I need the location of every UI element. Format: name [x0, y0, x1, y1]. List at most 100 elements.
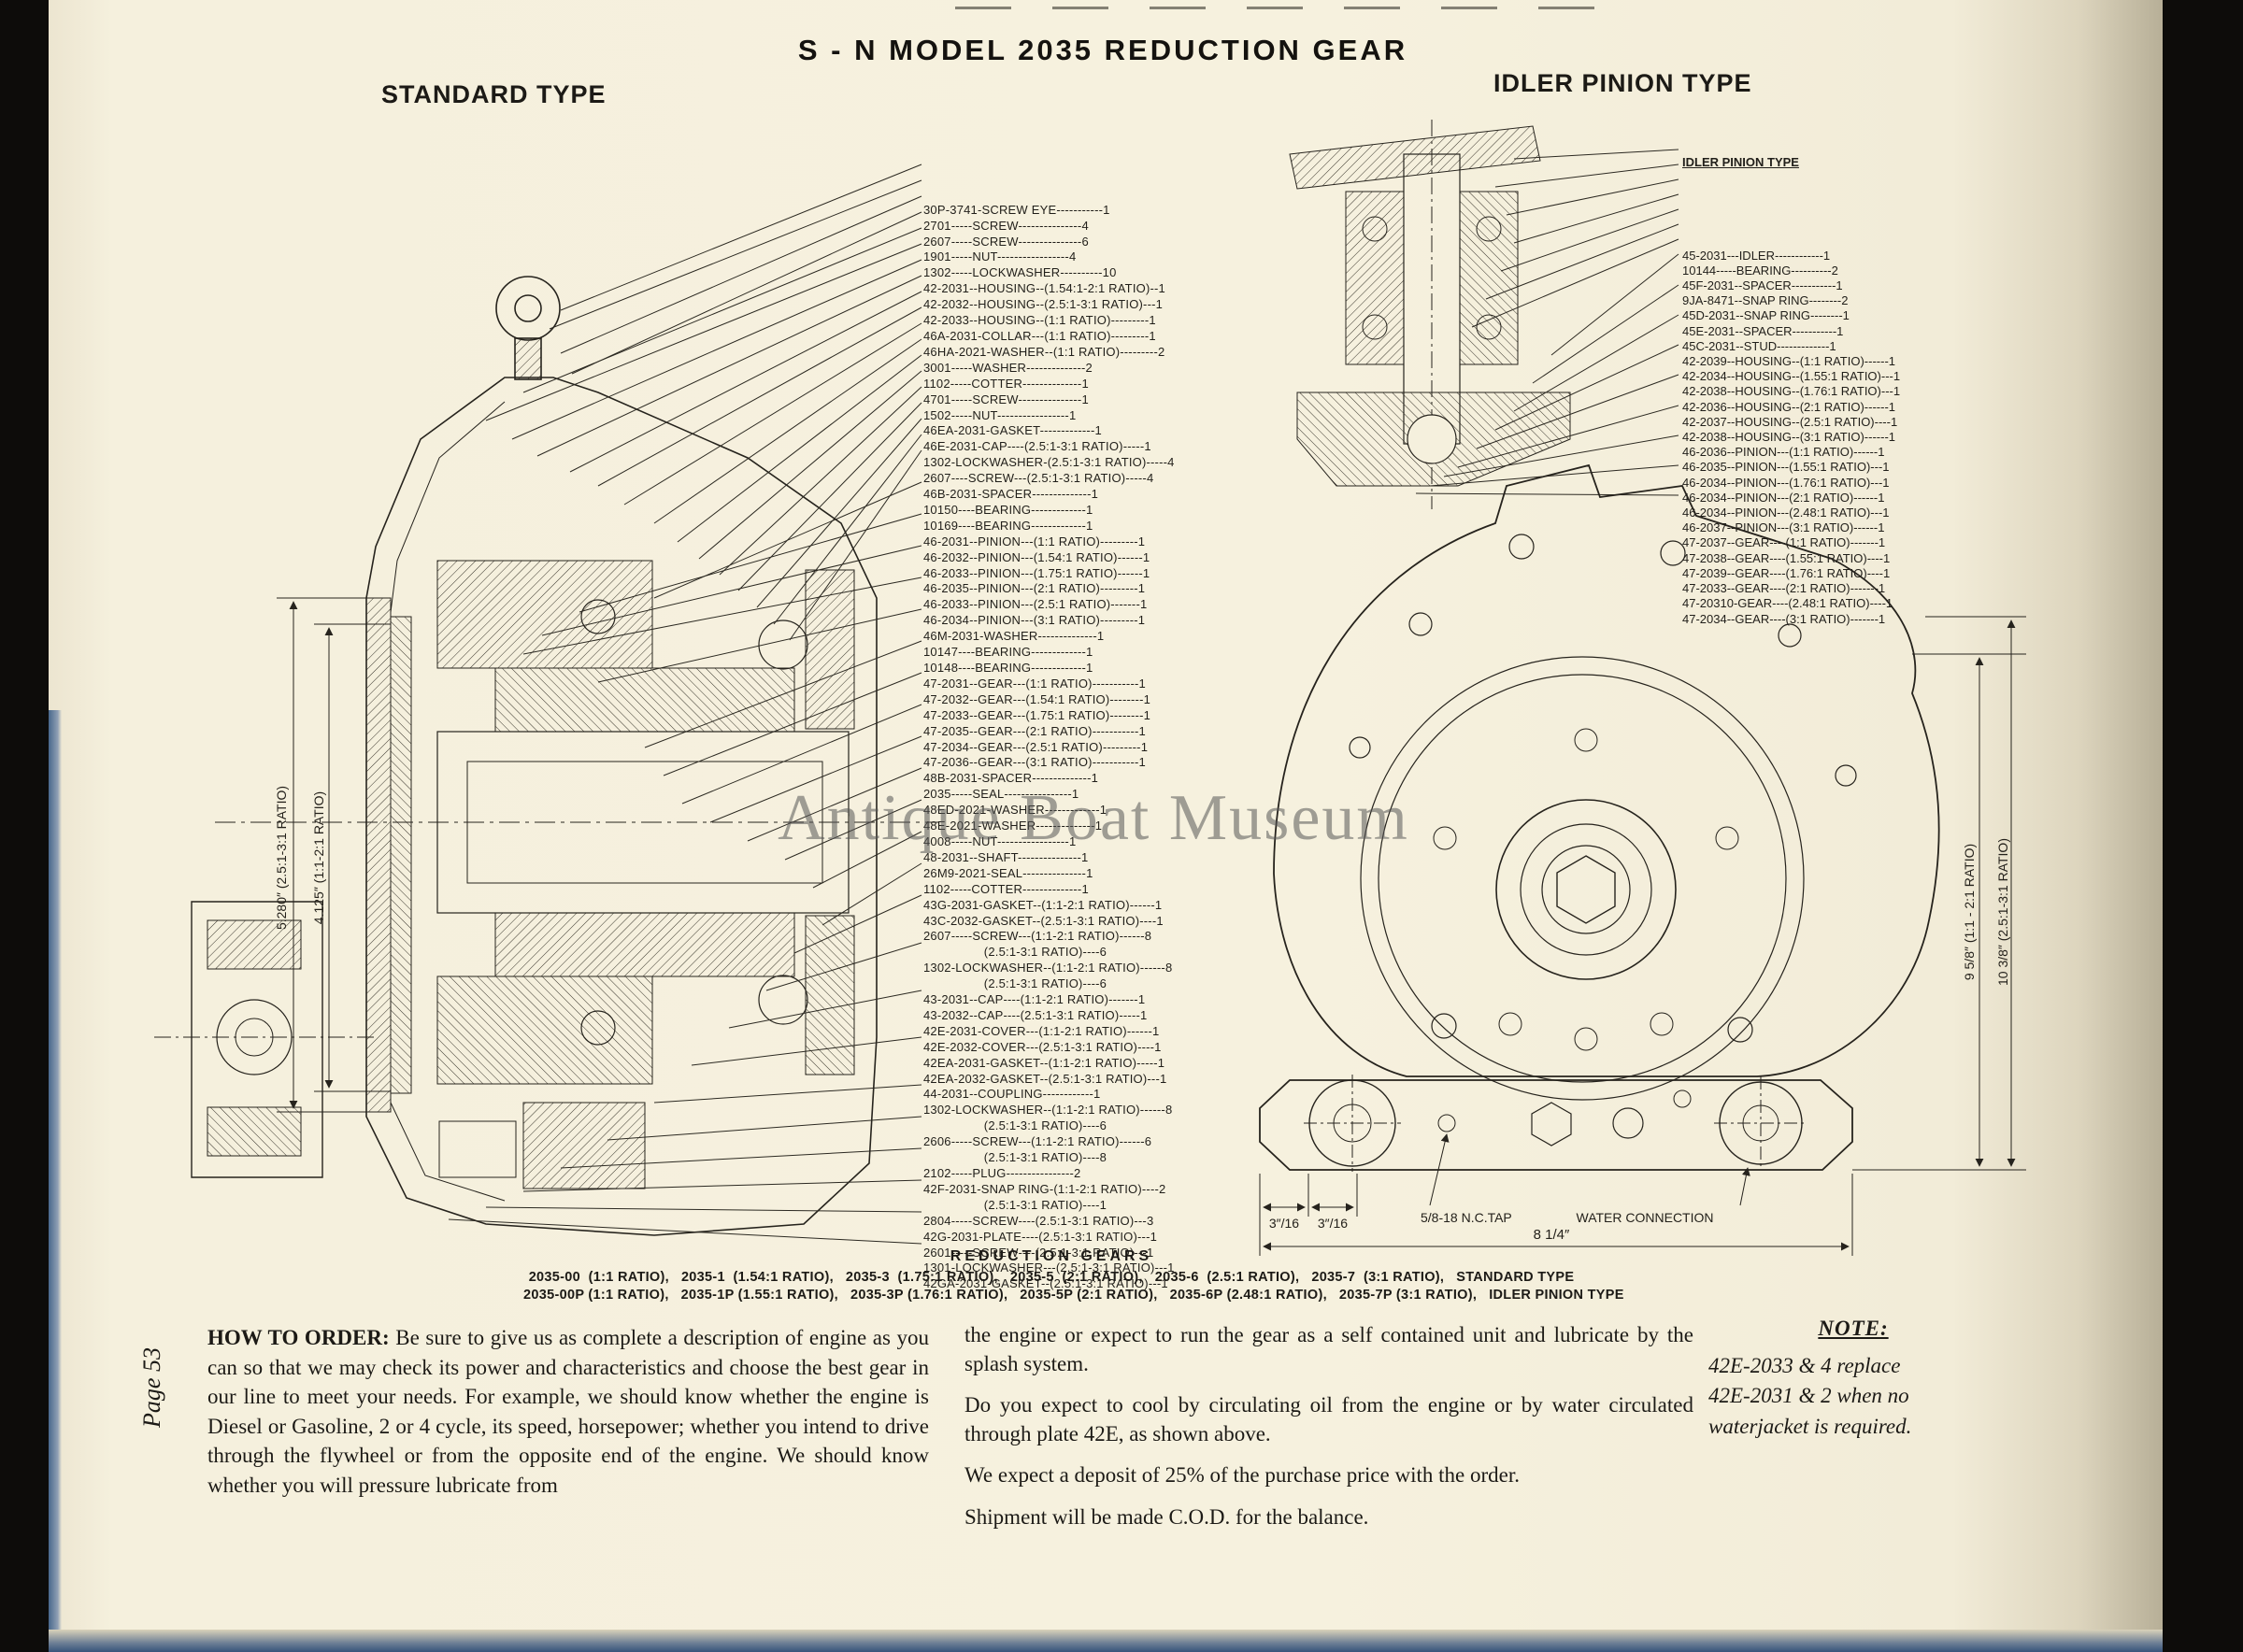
watermark: Antique Boat Museum — [778, 782, 1409, 854]
idler-pinion-section-drawing — [1289, 120, 1571, 509]
part-line: 1302-LOCKWASHER--(1:1-2:1 RATIO)------8 — [923, 961, 1173, 976]
part-line: 46-2033--PINION---(1.75:1 RATIO)------1 — [923, 565, 1150, 580]
ordering-note-paragraph: the engine or expect to run the gear as … — [964, 1323, 1693, 1375]
part-line: 1302-LOCKWASHER-(2.5:1-3:1 RATIO)-----4 — [923, 455, 1175, 470]
part-line: 46-2031--PINION---(1:1 RATIO)---------1 — [923, 534, 1146, 548]
part-line: 46-2032--PINION---(1.54:1 RATIO)------1 — [923, 549, 1150, 564]
part-line: 42-2033--HOUSING--(1:1 RATIO)---------1 — [923, 313, 1156, 328]
part-line: 26M9-2021-SEAL---------------1 — [923, 865, 1093, 880]
part-line: (2.5:1-3:1 RATIO)----8 — [923, 1150, 1107, 1165]
page-bottom-edge — [49, 1630, 2163, 1652]
note-header: NOTE: — [1818, 1317, 1889, 1340]
part-line: 2606-----SCREW---(1:1-2:1 RATIO)------6 — [923, 1134, 1152, 1149]
part-line: 48-2031--SHAFT---------------1 — [923, 849, 1089, 864]
part-line: 1901-----NUT-----------------4 — [923, 249, 1077, 264]
reduction-gears-line-idler: 2035-00P (1:1 RATIO), 2035-1P (1.55:1 RA… — [523, 1288, 1624, 1303]
part-line: 4701-----SCREW---------------1 — [923, 392, 1089, 406]
idler-pinion-heading: IDLER PINION TYPE — [1493, 69, 1752, 97]
page-number: Page 53 — [137, 1347, 165, 1428]
part-line: 46-2036--PINION---(1:1 RATIO)------1 — [1682, 445, 1885, 460]
part-line: 46EA-2031-GASKET-------------1 — [923, 423, 1102, 438]
part-line: 2601-----SCREW----(2.5:1-3:1 RATIO)---1 — [923, 1245, 1154, 1260]
part-line: 45-2031---IDLER------------1 — [1682, 248, 1831, 263]
part-line: 1502-----NUT-----------------1 — [923, 407, 1077, 422]
part-line: 2804-----SCREW----(2.5:1-3:1 RATIO)---3 — [923, 1213, 1154, 1228]
part-line: 46-2034--PINION---(1.76:1 RATIO)---1 — [1682, 475, 1890, 490]
part-line: 46-2034--PINION---(2.48:1 RATIO)---1 — [1682, 506, 1890, 520]
part-line: 45C-2031--STUD-------------1 — [1682, 338, 1836, 353]
how-to-order-paragraph: HOW TO ORDER: Be sure to give us as comp… — [207, 1323, 929, 1500]
how-to-order-lead: HOW TO ORDER: — [207, 1326, 390, 1349]
part-line: 42-2031--HOUSING--(1.54:1-2:1 RATIO)--1 — [923, 281, 1165, 296]
part-line: (2.5:1-3:1 RATIO)----1 — [923, 1197, 1107, 1212]
note-line: 42E-2031 & 2 when no — [1708, 1384, 1909, 1408]
page-title: S - N MODEL 2035 REDUCTION GEAR — [797, 34, 1408, 66]
dim-label-right-inner: 9 5/8″ (1:1 - 2:1 RATIO) — [1962, 844, 1977, 980]
part-line: 42E-2032-COVER---(2.5:1-3:1 RATIO)----1 — [923, 1039, 1162, 1054]
part-line: 42-2036--HOUSING--(2:1 RATIO)------1 — [1682, 399, 1896, 414]
dim-label-frac-a: 3″/16 — [1269, 1216, 1299, 1231]
part-line: 43-2032--CAP----(2.5:1-3:1 RATIO)-----1 — [923, 1007, 1148, 1022]
part-line: 48E-2021-WASHER--------------1 — [923, 819, 1103, 833]
part-line: 10147----BEARING-------------1 — [923, 645, 1093, 660]
part-line: 2035-----SEAL----------------1 — [923, 787, 1079, 802]
part-line: 48ED-2021-WASHER-------------1 — [923, 803, 1107, 818]
part-line: 44-2031--COUPLING------------1 — [923, 1087, 1101, 1102]
part-line: 46-2034--PINION---(3:1 RATIO)---------1 — [923, 613, 1146, 628]
idler-list-header: IDLER PINION TYPE — [1682, 155, 1799, 170]
part-line: 1302-LOCKWASHER--(1:1-2:1 RATIO)------8 — [923, 1103, 1173, 1118]
part-line: 45F-2031--SPACER-----------1 — [1682, 278, 1843, 293]
note-line: 42E-2033 & 4 replace — [1708, 1354, 1901, 1378]
part-line: 10144-----BEARING----------2 — [1682, 263, 1838, 278]
part-line: 48B-2031-SPACER--------------1 — [923, 771, 1099, 786]
part-line: 47-2038--GEAR----(1.55:1 RATIO)----1 — [1682, 550, 1891, 565]
right-dimension-lines — [1259, 616, 2026, 1256]
part-line: 42F-2031-SNAP RING-(1:1-2:1 RATIO)----2 — [923, 1181, 1166, 1196]
part-line: 42-2039--HOUSING--(1:1 RATIO)------1 — [1682, 354, 1896, 369]
dim-label-4125: 4.125″ (1:1-2:1 RATIO) — [311, 791, 326, 924]
part-line: 10169----BEARING-------------1 — [923, 518, 1093, 533]
how-to-order-body: Be sure to give us as complete a descrip… — [207, 1326, 930, 1497]
part-line: 2607----SCREW---(2.5:1-3:1 RATIO)-----4 — [923, 471, 1154, 486]
part-line: 47-20310-GEAR----(2.48:1 RATIO)----1 — [1682, 596, 1893, 611]
part-line: 46HA-2021-WASHER--(1:1 RATIO)---------2 — [923, 344, 1165, 359]
part-line: 47-2033--GEAR----(2:1 RATIO)-------1 — [1682, 581, 1886, 596]
part-line: 47-2036--GEAR---(3:1 RATIO)-----------1 — [923, 755, 1146, 770]
part-line: 2607-----SCREW---(1:1-2:1 RATIO)------8 — [923, 929, 1152, 944]
idler-leader-lines — [1415, 149, 1679, 496]
part-line: (2.5:1-3:1 RATIO)----6 — [923, 945, 1107, 960]
part-line: 42-2038--HOUSING--(1.76:1 RATIO)---1 — [1682, 384, 1901, 399]
part-line: 42G-2031-PLATE----(2.5:1-3:1 RATIO)---1 — [923, 1229, 1158, 1244]
part-line: 46-2033--PINION---(2.5:1 RATIO)-------1 — [923, 597, 1148, 612]
dim-label-5280: 5.280″ (2.5:1-3:1 RATIO) — [274, 786, 289, 930]
idler-parts-list: IDLER PINION TYPE 45-2031---IDLER-------… — [1682, 125, 1900, 657]
part-line: 47-2031--GEAR---(1:1 RATIO)-----------1 — [923, 676, 1146, 691]
part-line: 1102-----COTTER--------------1 — [923, 376, 1089, 391]
part-line: 10150----BEARING-------------1 — [923, 502, 1093, 517]
dim-label-overall: 8 1/4″ — [1534, 1227, 1570, 1243]
part-line: 9JA-8471--SNAP RING--------2 — [1682, 293, 1849, 308]
part-line: 47-2033--GEAR---(1.75:1 RATIO)--------1 — [923, 707, 1151, 722]
ordering-note-paragraph: Shipment will be made C.O.D. for the bal… — [964, 1504, 1369, 1529]
part-line: 43-2031--CAP----(1:1-2:1 RATIO)-------1 — [923, 992, 1146, 1007]
part-line: 47-2032--GEAR---(1.54:1 RATIO)--------1 — [923, 691, 1151, 706]
part-line: 45D-2031--SNAP RING--------1 — [1682, 308, 1850, 323]
part-line: 2607-----SCREW---------------6 — [923, 234, 1089, 249]
part-line: 42EA-2032-GASKET--(2.5:1-3:1 RATIO)---1 — [923, 1071, 1167, 1086]
part-line: 42E-2031-COVER---(1:1-2:1 RATIO)------1 — [923, 1023, 1160, 1038]
part-line: 4008-----NUT-----------------1 — [923, 833, 1077, 848]
dim-label-right-outer: 10 3/8″ (2.5:1-3:1 RATIO) — [1995, 838, 2010, 986]
part-line: 46-2035--PINION---(1.55:1 RATIO)---1 — [1682, 460, 1890, 475]
standard-leader-lines — [448, 164, 922, 1245]
part-line: 42-2037--HOUSING--(2.5:1 RATIO)----1 — [1682, 414, 1898, 429]
part-line: 2102-----PLUG----------------2 — [923, 1166, 1081, 1180]
part-line: 45E-2031--SPACER-----------1 — [1682, 323, 1844, 338]
page-top-bleed — [935, 0, 2112, 9]
reduction-gears-header: REDUCTION GEARS — [950, 1248, 1153, 1264]
gear-housing-face-drawing — [1259, 463, 1940, 1172]
note-box: NOTE: 42E-2033 & 4 replace 42E-2031 & 2 w… — [1708, 1314, 1998, 1442]
part-line: 1102-----COTTER--------------1 — [923, 881, 1089, 896]
